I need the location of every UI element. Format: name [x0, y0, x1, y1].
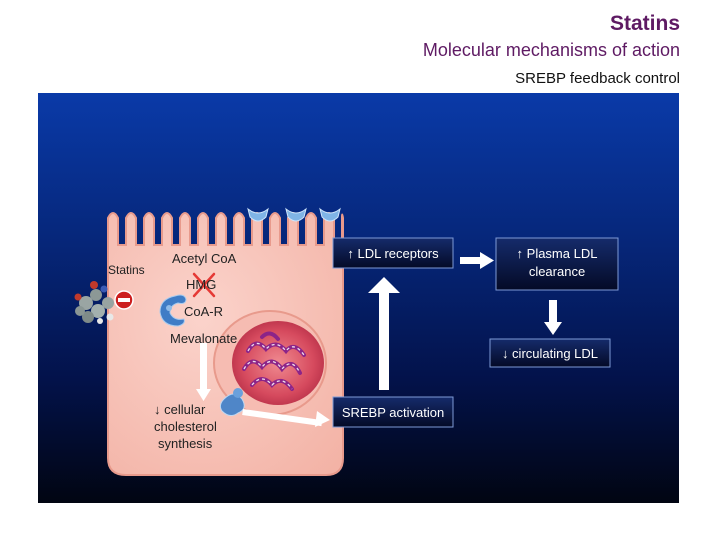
cholesterol-label-line3: synthesis	[158, 436, 213, 451]
statins-label: Statins	[108, 263, 145, 277]
arrow-to-circulating	[544, 300, 562, 335]
hmg-label: HMG	[186, 277, 216, 292]
ldl-receptor-icon	[247, 207, 341, 222]
arrow-to-plasma	[460, 252, 494, 269]
acetyl-coa-label: Acetyl CoA	[172, 251, 237, 266]
slide-title: Statins	[609, 12, 680, 35]
diagram-panel: Statins Acetyl CoA HMG CoA-R Mevalonate …	[38, 93, 679, 503]
coa-r-label: CoA-R	[184, 304, 223, 319]
slide-subtitle-2: SREBP feedback control	[515, 70, 680, 87]
ldl-receptors-label: ↑ LDL receptors	[347, 246, 439, 261]
srebp-activation-box: SREBP activation	[332, 396, 454, 428]
circulating-ldl-label: ↓ circulating LDL	[502, 346, 598, 361]
circulating-ldl-box: ↓ circulating LDL	[489, 338, 611, 368]
srebp-protein-icon	[219, 388, 245, 417]
srebp-activation-label: SREBP activation	[342, 405, 444, 420]
arrow-srebp-to-receptors	[368, 277, 400, 390]
ldl-receptors-box: ↑ LDL receptors	[332, 237, 454, 269]
diagram-canvas: Statins Acetyl CoA HMG CoA-R Mevalonate …	[74, 207, 619, 476]
hmg-coa-reductase-icon	[159, 294, 187, 327]
plasma-ldl-box: ↑ Plasma LDL clearance	[495, 237, 619, 291]
cholesterol-label-line2: cholesterol	[154, 419, 217, 434]
pathway-arrow	[196, 343, 211, 401]
slide-subtitle: Molecular mechanisms of action	[422, 40, 680, 60]
srebp-arrow	[242, 409, 330, 427]
cholesterol-label-line1: ↓ cellular	[154, 402, 206, 417]
inhibition-cross-icon	[192, 272, 216, 298]
mevalonate-label: Mevalonate	[170, 331, 237, 346]
plasma-ldl-label-line1: ↑ Plasma LDL	[517, 246, 598, 261]
statin-molecule-icon	[74, 281, 114, 324]
minus-circle-icon	[114, 290, 134, 310]
nucleus	[213, 310, 327, 416]
plasma-ldl-label-line2: clearance	[529, 264, 585, 279]
